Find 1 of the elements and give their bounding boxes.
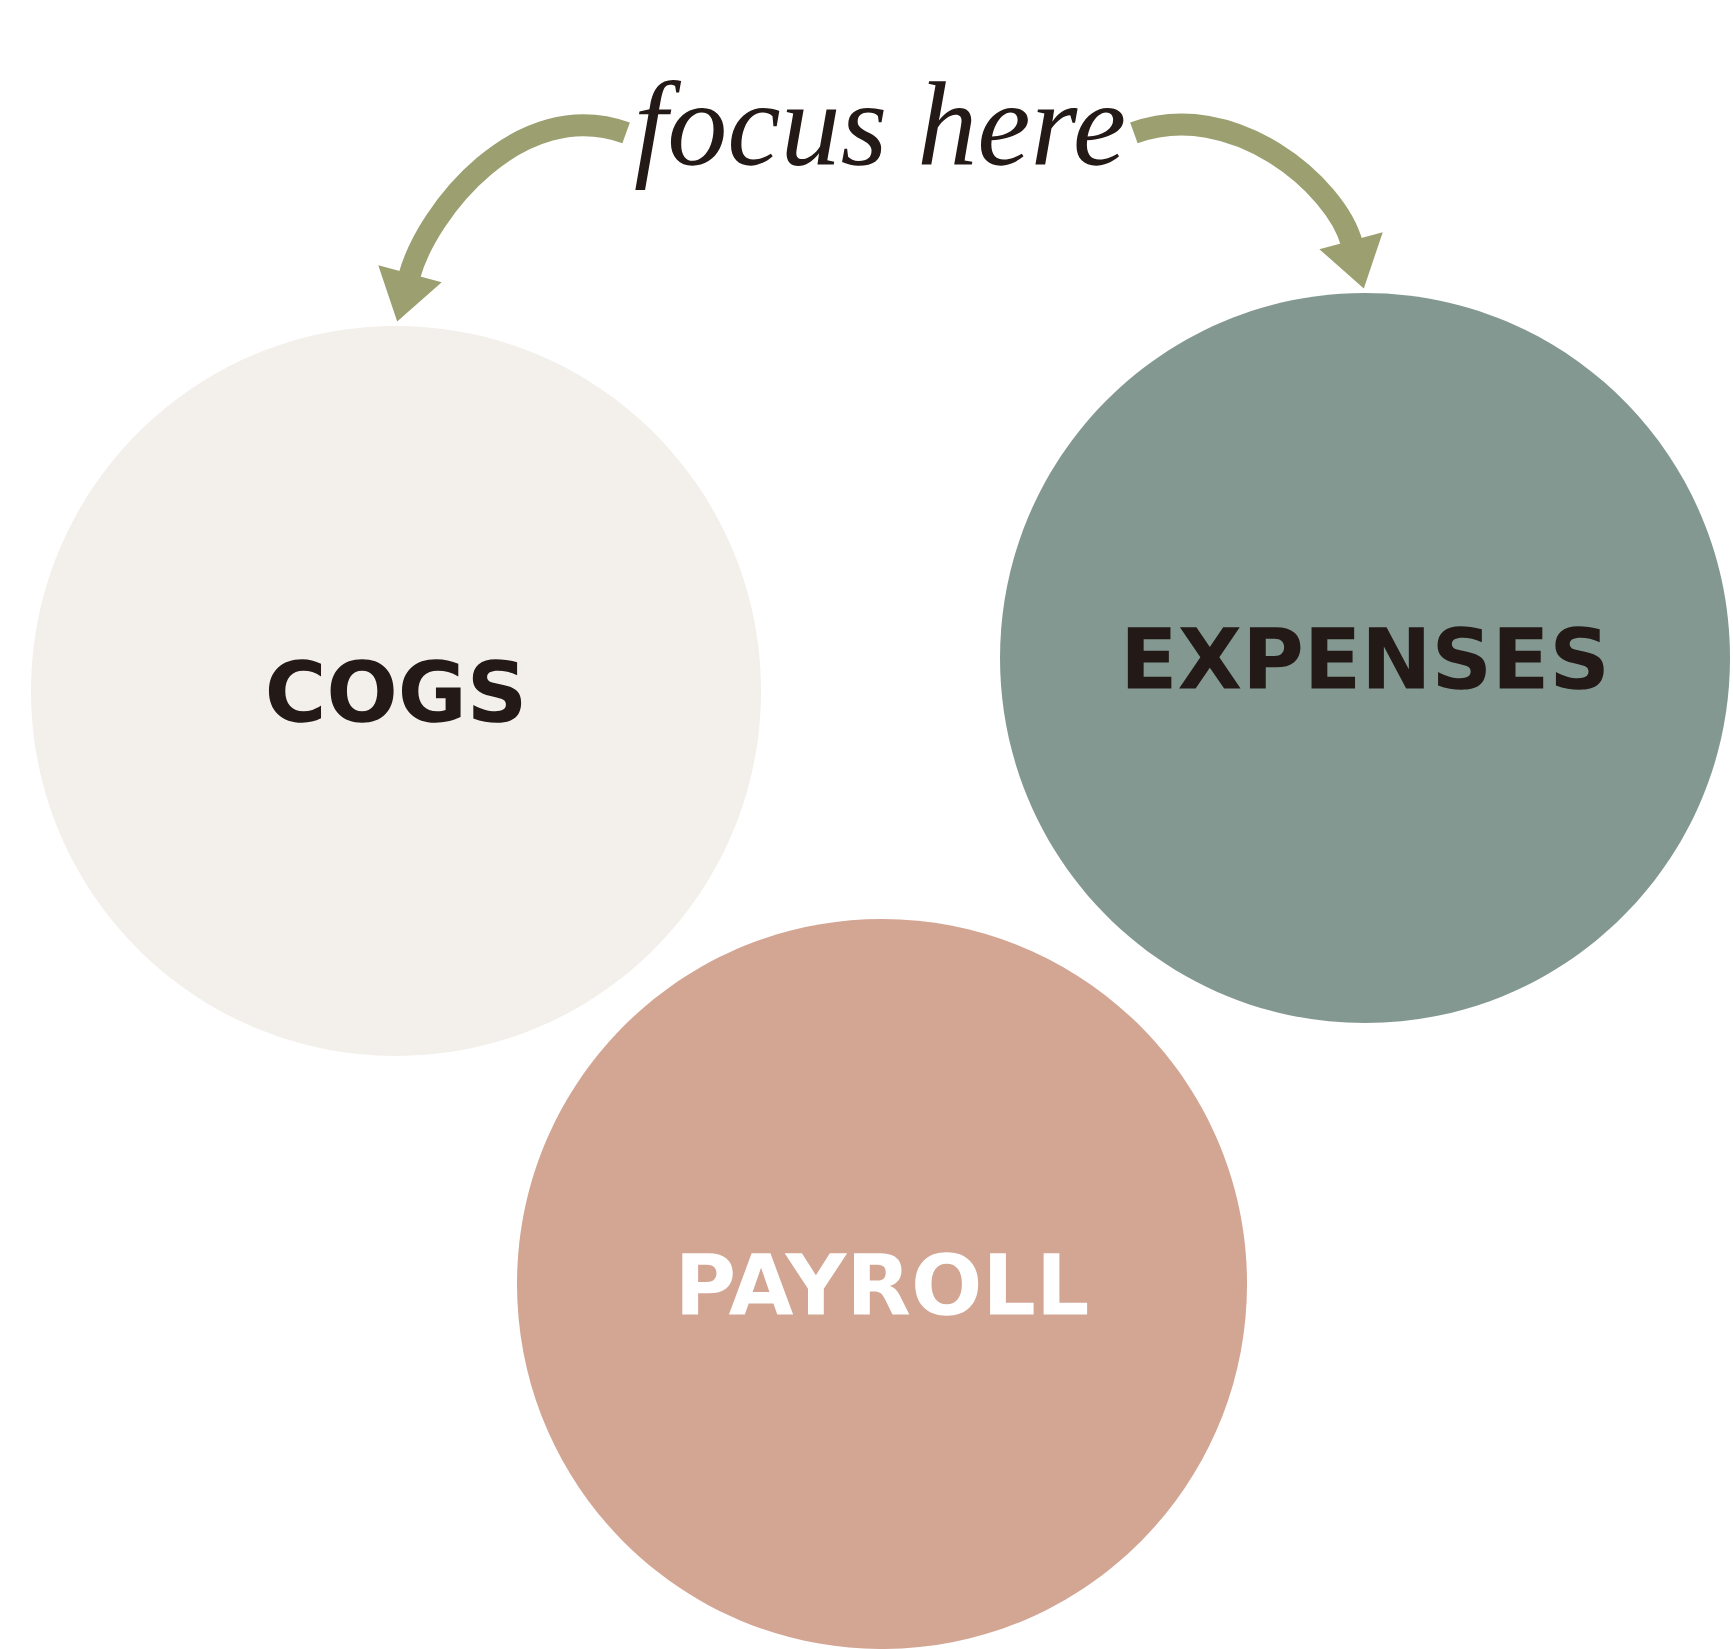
handwritten-label: focus here	[635, 80, 1124, 190]
